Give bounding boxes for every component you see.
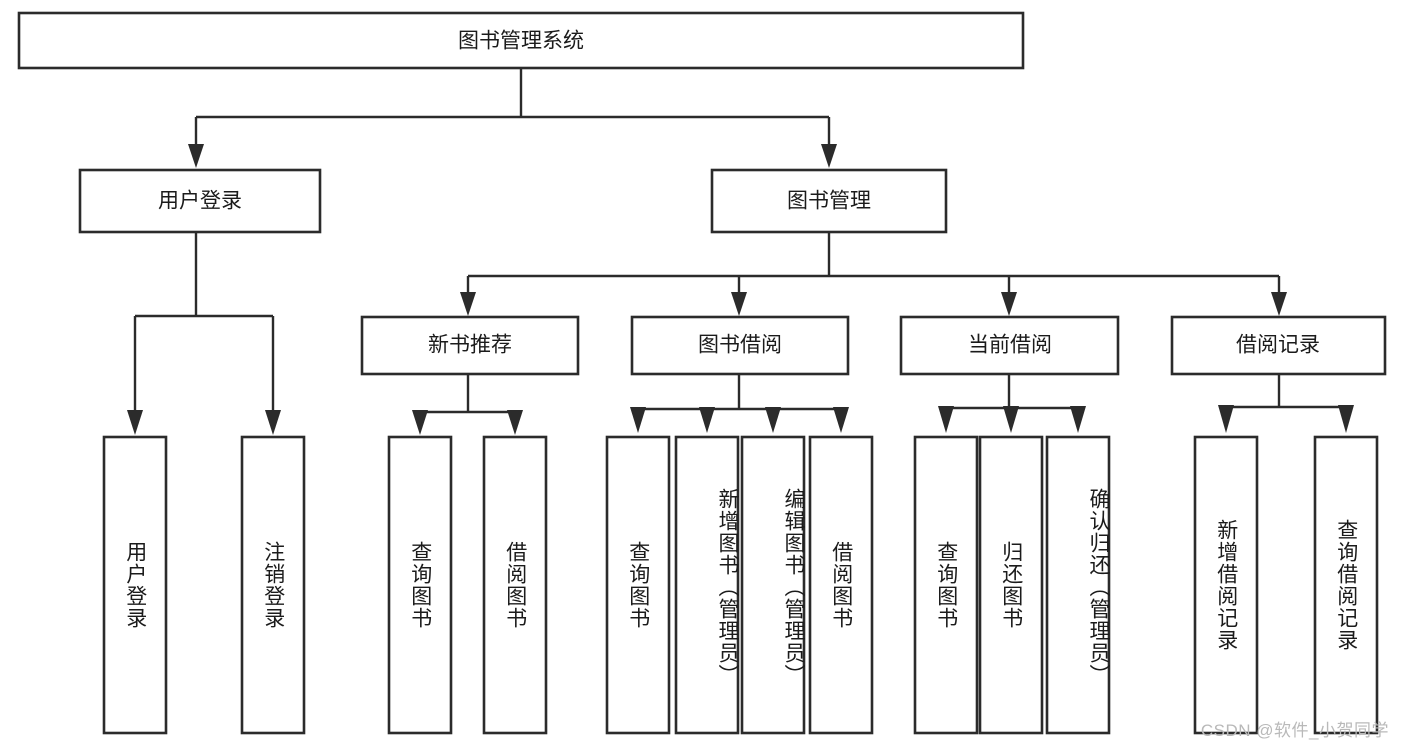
arrow-head-leaf-borrow-book-rec — [507, 410, 523, 435]
arrow-head-leaf-query-book-rec — [412, 410, 428, 435]
node-leaf-user-logout-box[interactable] — [240, 435, 306, 735]
node-borrow-record-box[interactable] — [1170, 315, 1387, 376]
arrow-head-book-borrow — [731, 292, 747, 316]
node-leaf-return-book-box[interactable] — [978, 435, 1044, 735]
node-leaf-query-book-cur-box[interactable] — [913, 435, 979, 735]
arrow-head-leaf-query-book-borrow — [630, 407, 646, 433]
arrow-head-leaf-return-book — [1003, 406, 1019, 433]
arrow-head-leaf-confirm-return — [1070, 406, 1086, 433]
node-book-borrow-label: 图书借阅 — [698, 334, 782, 357]
node-leaf-add-record-box[interactable] — [1193, 435, 1259, 735]
arrow-head-book-manage — [821, 144, 837, 168]
node-user-login-label: 用户登录 — [158, 190, 242, 213]
node-new-book-rec[interactable]: 新书推荐 — [360, 315, 580, 376]
arrow-head-leaf-user-logout — [265, 410, 281, 435]
node-user-login-box[interactable] — [78, 168, 322, 234]
arrow-head-current-borrow — [1001, 292, 1017, 316]
node-current-borrow[interactable]: 当前借阅 — [899, 315, 1120, 376]
node-book-borrow[interactable]: 图书借阅 — [630, 315, 850, 376]
node-new-book-rec-label: 新书推荐 — [428, 334, 512, 357]
node-leaf-query-record-box[interactable] — [1313, 435, 1379, 735]
node-leaf-user-login-box[interactable] — [102, 435, 168, 735]
node-leaf-add-book-box[interactable] — [674, 435, 740, 735]
arrow-head-leaf-add-book — [699, 407, 715, 433]
node-book-manage-label: 图书管理 — [787, 190, 871, 213]
node-root[interactable]: 图书管理系统 — [17, 11, 1025, 70]
node-leaf-edit-book-box[interactable] — [740, 435, 806, 735]
arrow-head-leaf-borrow-book — [833, 407, 849, 433]
node-current-borrow-label: 当前借阅 — [968, 334, 1052, 357]
node-user-login[interactable]: 用户登录 — [78, 168, 322, 234]
arrow-head-new-book-rec — [460, 292, 476, 316]
arrow-head-borrow-record — [1271, 292, 1287, 316]
node-root-box[interactable] — [17, 11, 1025, 70]
node-leaf-confirm-return-box[interactable] — [1045, 435, 1111, 735]
connector-group-book-borrow — [630, 374, 849, 433]
node-leaf-query-book-borrow-box[interactable] — [605, 435, 671, 735]
arrow-head-leaf-query-book-cur — [938, 406, 954, 433]
arrow-head-leaf-add-record — [1218, 405, 1234, 433]
connector-group-new-book-rec — [412, 374, 523, 435]
leaf-boxes — [102, 435, 1379, 735]
node-current-borrow-box[interactable] — [899, 315, 1120, 376]
arrow-head-user-login — [188, 144, 204, 168]
connector-group-current-borrow — [938, 374, 1086, 433]
node-leaf-borrow-book-box[interactable] — [808, 435, 874, 735]
node-borrow-record-label: 借阅记录 — [1236, 334, 1320, 357]
node-book-manage[interactable]: 图书管理 — [710, 168, 948, 234]
node-book-manage-box[interactable] — [710, 168, 948, 234]
arrow-head-leaf-query-record — [1338, 405, 1354, 433]
node-root-label: 图书管理系统 — [458, 30, 584, 53]
node-book-borrow-box[interactable] — [630, 315, 850, 376]
node-leaf-borrow-book-rec-box[interactable] — [482, 435, 548, 735]
watermark-text: CSDN @软件_小贺同学 — [1200, 721, 1389, 740]
node-new-book-rec-box[interactable] — [360, 315, 580, 376]
connector-group-root — [188, 68, 837, 168]
connector-group-user-login — [127, 232, 281, 435]
arrow-head-leaf-user-login — [127, 410, 143, 435]
connector-group-book-manage — [460, 232, 1287, 316]
connector-group-borrow-record — [1218, 374, 1354, 433]
node-borrow-record[interactable]: 借阅记录 — [1170, 315, 1387, 376]
arrow-head-leaf-edit-book — [765, 407, 781, 433]
node-leaf-query-book-rec-box[interactable] — [387, 435, 453, 735]
